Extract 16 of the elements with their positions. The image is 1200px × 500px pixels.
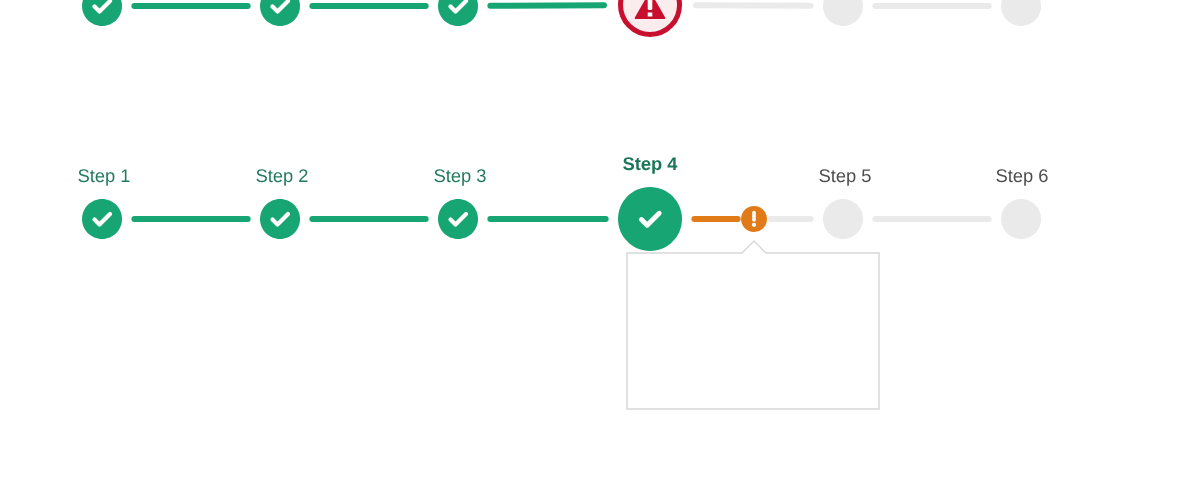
connector-line xyxy=(309,216,429,222)
alert-icon xyxy=(741,206,767,232)
step-label: Step 6 xyxy=(996,169,1048,186)
step-label: Step 4 xyxy=(623,157,678,174)
connector-line xyxy=(131,216,251,222)
step-label: Step 1 xyxy=(78,169,130,186)
step-label: Step 3 xyxy=(434,169,486,186)
step-label: Step 2 xyxy=(256,169,308,186)
connector-line xyxy=(487,216,609,222)
step-label: Step 5 xyxy=(819,169,871,186)
connector-line xyxy=(131,3,251,9)
connector-line xyxy=(691,216,741,222)
connector-line xyxy=(767,216,814,222)
connector-line xyxy=(487,2,607,9)
connector-line xyxy=(309,3,429,9)
popup-box xyxy=(626,239,880,410)
